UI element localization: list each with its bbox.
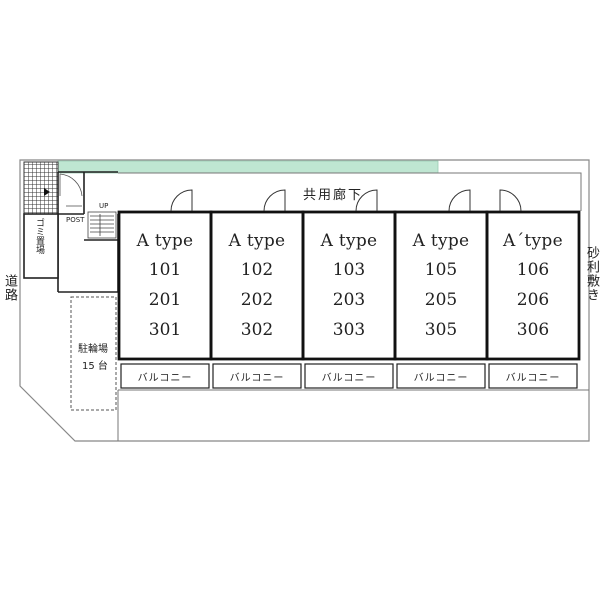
site-outline	[19, 159, 590, 442]
parking-title: 駐輪場	[78, 344, 108, 355]
garbage-label: ゴミ置場	[34, 218, 44, 254]
unit-type-5: A´type	[503, 231, 563, 251]
balcony-label-4: バルコニー	[413, 373, 469, 384]
balcony-label-5: バルコニー	[505, 373, 561, 384]
balcony-label-3: バルコニー	[321, 373, 377, 384]
unit-rooms	[117, 210, 581, 361]
road-label: 道路	[2, 274, 17, 302]
balconies	[120, 363, 578, 389]
unit-room-103: 103	[332, 260, 366, 280]
bicycle-parking	[70, 296, 117, 411]
unit-doors	[170, 189, 522, 212]
unit-type-1: A type	[136, 231, 194, 251]
unit-room-306: 306	[516, 320, 550, 340]
corridor-label: 共用廊下	[303, 188, 364, 203]
balcony-label-2: バルコニー	[229, 373, 285, 384]
unit-room-206: 206	[516, 290, 550, 310]
unit-room-105: 105	[424, 260, 458, 280]
up-label: UP	[99, 202, 109, 210]
unit-room-101: 101	[148, 260, 182, 280]
unit-room-102: 102	[240, 260, 274, 280]
building-envelope	[117, 172, 589, 441]
unit-type-2: A type	[228, 231, 286, 251]
balcony-label-1: バルコニー	[137, 373, 193, 384]
unit-room-303: 303	[332, 320, 366, 340]
unit-room-301: 301	[148, 320, 182, 340]
unit-room-305: 305	[424, 320, 458, 340]
post-label: POST	[66, 216, 85, 224]
unit-room-203: 203	[332, 290, 366, 310]
entry-door-swing	[59, 173, 83, 197]
grid-area	[23, 161, 59, 215]
parking-count: 15 台	[82, 361, 108, 372]
unit-type-3: A type	[320, 231, 378, 251]
grid-arrow-icon	[44, 188, 50, 196]
unit-room-205: 205	[424, 290, 458, 310]
unit-room-302: 302	[240, 320, 274, 340]
unit-room-201: 201	[148, 290, 182, 310]
unit-room-106: 106	[516, 260, 550, 280]
gravel-label: 砂利敷き	[584, 246, 599, 302]
staircase	[87, 211, 117, 239]
unit-type-4: A type	[412, 231, 470, 251]
unit-room-202: 202	[240, 290, 274, 310]
garbage-room	[23, 213, 59, 279]
